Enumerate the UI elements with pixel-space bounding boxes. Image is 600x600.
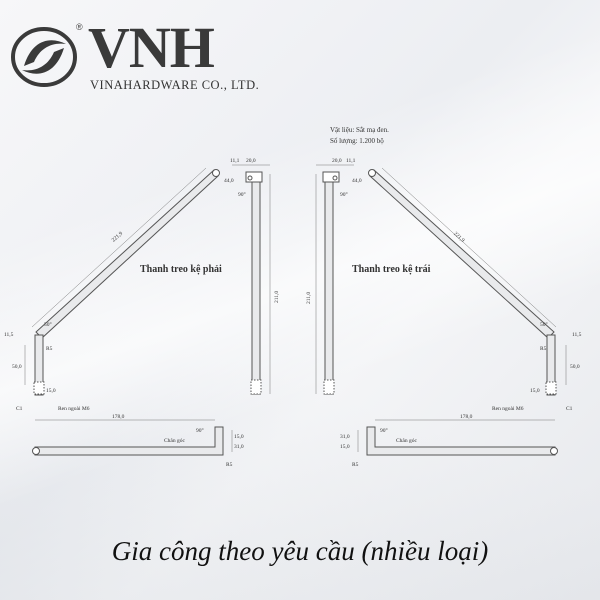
registered-mark: ® [76, 22, 83, 32]
right-dim-diagonal: 221,9 [111, 231, 124, 244]
right-dim-top-3: 44,0 [224, 178, 234, 184]
left-bracket [315, 164, 567, 456]
spec-material: Vật liệu: Sắt mạ đen. [330, 126, 389, 134]
right-dim-vertical: 211,0 [274, 291, 280, 303]
left-bracket-title: Thanh treo kệ trái [352, 264, 431, 275]
spec-quantity: Số lượng: 1.200 bộ [330, 137, 384, 145]
left-arm-end [368, 169, 376, 177]
vnh-emblem-icon [11, 27, 77, 87]
left-foot-label: Chân góc [396, 438, 417, 444]
left-dim-side-5: C1 [566, 406, 573, 412]
left-dim-side-4: 15,0 [530, 388, 540, 394]
company-name: VINAHARDWARE CO., LTD. [90, 78, 260, 92]
right-side-post [34, 334, 44, 396]
left-dim-foot-2: 15,0 [340, 444, 350, 450]
left-dim-top-1: 20,0 [332, 158, 342, 164]
right-dim-side-2: R5 [46, 346, 53, 352]
right-dim-top-1: 11,1 [230, 158, 240, 164]
right-diagonal-arm [35, 169, 219, 339]
left-dim-foot-3: R5 [352, 462, 359, 468]
right-thread [33, 381, 45, 395]
right-dim-foot-2: 31,0 [234, 444, 244, 450]
right-bracket-labels: 221,9 211,0 11,1 20,0 44,0 90° 50° 11,5 … [4, 158, 280, 468]
left-dim-side-3: 50,0 [570, 364, 580, 370]
caption: Gia công theo yêu cầu (nhiều loại) [111, 536, 489, 566]
right-bracket-title: Thanh treo kệ phải [140, 264, 222, 275]
left-thread [545, 381, 557, 395]
right-dim-side-5: C1 [16, 406, 23, 412]
left-dim-bottom: 178,0 [460, 414, 473, 420]
right-dim-top-2: 20,0 [246, 158, 256, 164]
right-vertical-bar [251, 171, 261, 395]
right-dim-foot-3: R5 [226, 462, 233, 468]
left-dim-side-2: R5 [540, 346, 547, 352]
left-vertical-thread [323, 379, 335, 395]
right-dim-side-1: 11,5 [4, 332, 14, 338]
left-side-post [546, 334, 556, 396]
right-dim-bottom: 178,0 [112, 414, 125, 420]
left-foot [366, 426, 556, 456]
brand-name: VNH [88, 15, 215, 80]
right-vertical-thread [250, 379, 262, 395]
left-dim-foot-1: 31,0 [340, 434, 350, 440]
right-dim-foot-1: 15,0 [234, 434, 244, 440]
left-dim-side-1: 11,5 [572, 332, 582, 338]
left-diagonal-arm [369, 169, 555, 339]
right-angle-top: 90° [238, 191, 246, 198]
company-logo: ® VNH VINAHARDWARE CO., LTD. [10, 12, 280, 92]
left-nut-label: Ren ngoài M6 [492, 406, 524, 412]
right-dim-side-4: 15,0 [46, 388, 56, 394]
right-nut-label: Ren ngoài M6 [58, 406, 90, 412]
left-dim-vertical: 211,0 [306, 292, 312, 304]
left-vertical-bar [324, 171, 334, 395]
left-dim-top-2: 11,1 [346, 158, 356, 164]
right-foot [34, 426, 224, 456]
right-foot-label: Chân góc [164, 438, 185, 444]
left-dim-top-3: 44,0 [352, 178, 362, 184]
right-angle-side: 50° [44, 321, 52, 328]
right-bracket [24, 164, 271, 456]
left-angle-side: 50° [540, 321, 548, 328]
right-arm-end [212, 169, 220, 177]
right-dim-foot-4: 90° [196, 427, 204, 434]
right-dim-side-3: 50,0 [12, 364, 22, 370]
left-angle-top: 90° [340, 191, 348, 198]
left-dim-foot-4: 90° [380, 427, 388, 434]
